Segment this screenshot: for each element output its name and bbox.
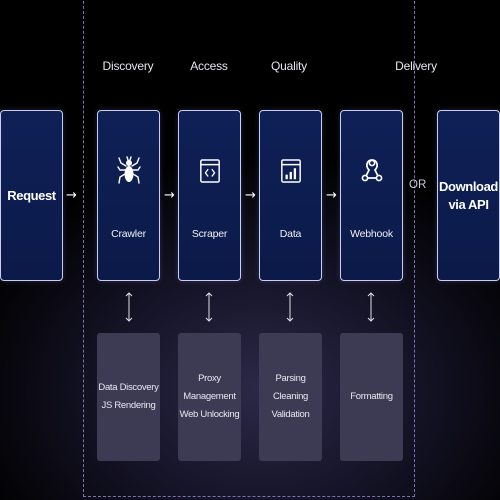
detail-box-discovery: Data Discovery JS Rendering [97,333,160,461]
detail-text-quality: Parsing Cleaning Validation [271,373,310,420]
crawler-card: Crawler [97,110,160,281]
pipeline-frame [83,0,415,497]
stage-label-discovery: Discovery [102,59,154,73]
download-label: Download via API [439,178,498,212]
detail-box-quality: Parsing Cleaning Validation [259,333,322,461]
crawler-label: Crawler [111,228,146,240]
webhook-card: Webhook [340,110,403,281]
double-arrow-scraper [205,292,213,322]
webhook-icon [361,159,382,182]
data-label: Data [279,228,302,240]
arrow-scraper-data: → [245,188,256,203]
detail-text-discovery: Data Discovery JS Rendering [98,382,159,411]
scraper-card: Scraper [178,110,241,281]
double-arrow-webhook [367,292,375,322]
stage-label-quality: Quality [271,59,307,73]
bar-chart-document-icon [280,159,301,183]
double-arrow-data [286,292,294,322]
spider-icon [116,156,141,184]
scraper-label: Scraper [191,228,228,240]
arrow-data-webhook: → [326,188,337,203]
request-label: Request [7,187,56,203]
detail-box-delivery: Formatting [340,333,403,461]
download-card: Download via API [437,110,500,281]
data-card: Data [259,110,322,281]
detail-text-delivery: Formatting [350,391,393,402]
code-window-icon [199,159,220,183]
stage-label-access: Access [190,59,228,73]
detail-text-access: Proxy Management Web Unlocking [179,373,240,420]
stage-label-delivery: Delivery [395,59,437,73]
double-arrow-crawler [125,292,133,322]
arrow-crawler-scraper: → [164,188,175,203]
detail-box-access: Proxy Management Web Unlocking [178,333,241,461]
arrow-request-crawler: → [66,188,77,203]
webhook-label: Webhook [350,228,393,240]
or-label: OR [409,179,427,191]
request-card: Request [0,110,63,281]
